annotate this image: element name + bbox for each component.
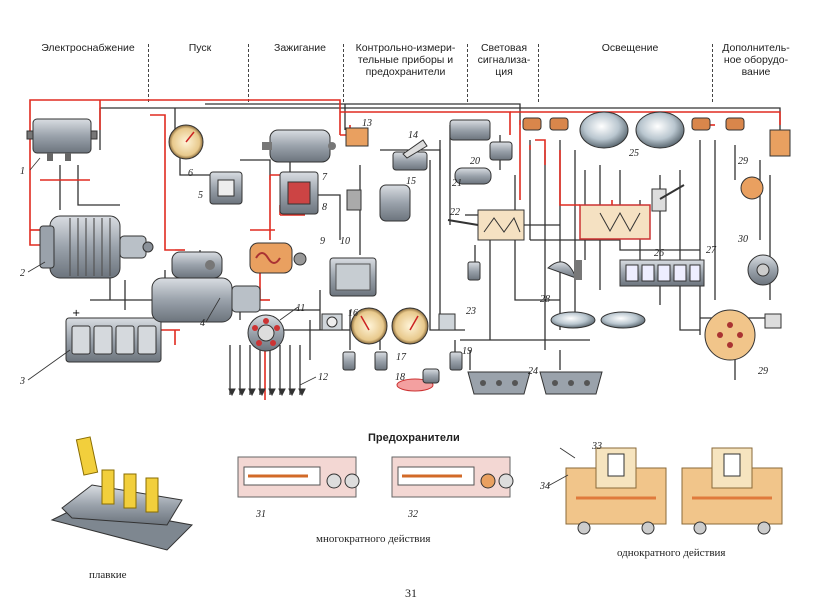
ignition-coil — [262, 129, 336, 163]
label-8: 8 — [322, 202, 327, 213]
label-3: 3 — [20, 376, 25, 387]
label-19: 19 — [462, 346, 472, 357]
door-switch — [764, 313, 782, 329]
label-24: 24 — [528, 366, 538, 377]
headlamps — [579, 111, 685, 149]
horn — [740, 176, 764, 200]
fuse-box-small — [345, 127, 369, 147]
contact-breaker — [249, 242, 307, 274]
label-10: 10 — [340, 236, 350, 247]
melting-fuse-block — [50, 436, 194, 551]
label-33: 33 — [592, 441, 602, 452]
steering-column-switch — [447, 209, 525, 241]
multi-action-fuse-1 — [237, 456, 360, 498]
label-4: 4 — [200, 318, 205, 329]
sender-sensors — [342, 261, 481, 371]
red-wires — [29, 99, 781, 400]
label-5: 5 — [198, 190, 203, 201]
oil-pressure-lamp — [321, 313, 343, 331]
label-1: 1 — [20, 166, 25, 177]
starter-motor — [151, 251, 261, 323]
start-relay — [209, 171, 243, 205]
stop-lamp-switch — [438, 313, 456, 331]
section-divider — [248, 44, 249, 102]
fuel-level-sender — [396, 368, 440, 392]
section-header-power: Электроснабжение — [41, 42, 135, 54]
caption-multi-action: многократного действия — [316, 533, 431, 545]
wiper-motor — [704, 309, 756, 361]
label-27: 27 — [706, 245, 716, 256]
label-2: 2 — [20, 268, 25, 279]
label-9: 9 — [320, 236, 325, 247]
single-action-fuse-2 — [681, 447, 783, 535]
section-divider — [467, 44, 468, 102]
fuse-battery-block: + — [65, 308, 162, 363]
label-26: 26 — [654, 248, 664, 259]
turn-signal-flasher — [489, 141, 513, 161]
label-12: 12 — [318, 372, 328, 383]
label-7: 7 — [322, 172, 327, 183]
multi-action-fuse-2 — [391, 456, 514, 498]
section-divider — [343, 44, 344, 102]
section-divider — [148, 44, 149, 102]
caption-melting: плавкие — [89, 569, 127, 581]
aux-switch — [769, 129, 791, 157]
label-14: 14 — [408, 130, 418, 141]
section-header-start: Пуск — [188, 42, 212, 54]
label-28: 28 — [540, 294, 550, 305]
label-16: 16 — [348, 308, 358, 319]
section-header-signal: Световая сигнализа- ция — [477, 42, 531, 78]
label-6: 6 — [188, 168, 193, 179]
horn-2 — [747, 254, 779, 286]
label-11: 11 — [296, 303, 306, 314]
spark-plug-leads — [228, 388, 306, 397]
caption-single-action: однократного действия — [617, 547, 726, 559]
label-15: 15 — [406, 176, 416, 187]
label-17: 17 — [396, 352, 406, 363]
label-30: 30 — [738, 234, 748, 245]
label-13: 13 — [362, 118, 372, 129]
electronic-switch — [329, 257, 377, 297]
label-25: 25 — [629, 148, 639, 159]
fog-lamps — [550, 311, 646, 329]
label-22: 22 — [450, 207, 460, 218]
interior-lamp — [547, 260, 582, 280]
parking-lamps — [522, 117, 745, 131]
label-29: 29 — [738, 156, 748, 167]
horn-relay — [454, 167, 492, 185]
section-header-instruments: Контрольно-измери- тельные приборы и пре… — [355, 42, 456, 78]
ignition-switch-unit — [279, 171, 319, 215]
page-number: 31 — [405, 586, 417, 600]
single-action-fuse-1 — [565, 447, 667, 535]
label-29b: 29 — [758, 366, 768, 377]
label-34: 34 — [540, 481, 550, 492]
voltage-regulator — [26, 118, 98, 161]
light-switch — [392, 139, 428, 171]
ammeter — [168, 124, 204, 160]
label-21: 21 — [452, 178, 462, 189]
label-18: 18 — [395, 372, 405, 383]
label-20: 20 — [470, 156, 480, 167]
relay — [379, 184, 411, 222]
label-23: 23 — [466, 306, 476, 317]
section-header-additional: Дополнитель- ное оборудо- вание — [722, 42, 790, 78]
heater-motor — [346, 189, 362, 211]
section-divider — [712, 44, 713, 102]
section-header-ignition: Зажигание — [273, 42, 326, 54]
section-divider — [538, 44, 539, 102]
label-32: 32 — [408, 509, 418, 520]
alternator — [39, 215, 154, 279]
hazard-switch — [449, 119, 491, 141]
label-31: 31 — [256, 509, 266, 520]
temperature-gauge — [391, 307, 429, 345]
section-header-lighting: Освещение — [601, 42, 659, 54]
distributor — [247, 314, 285, 352]
fuel-gauge — [350, 307, 388, 345]
fuses-title: Предохранители — [368, 432, 460, 444]
fuse-block — [619, 259, 705, 287]
svg-text:+: + — [72, 308, 80, 319]
headlight-switch-unit — [579, 184, 685, 240]
